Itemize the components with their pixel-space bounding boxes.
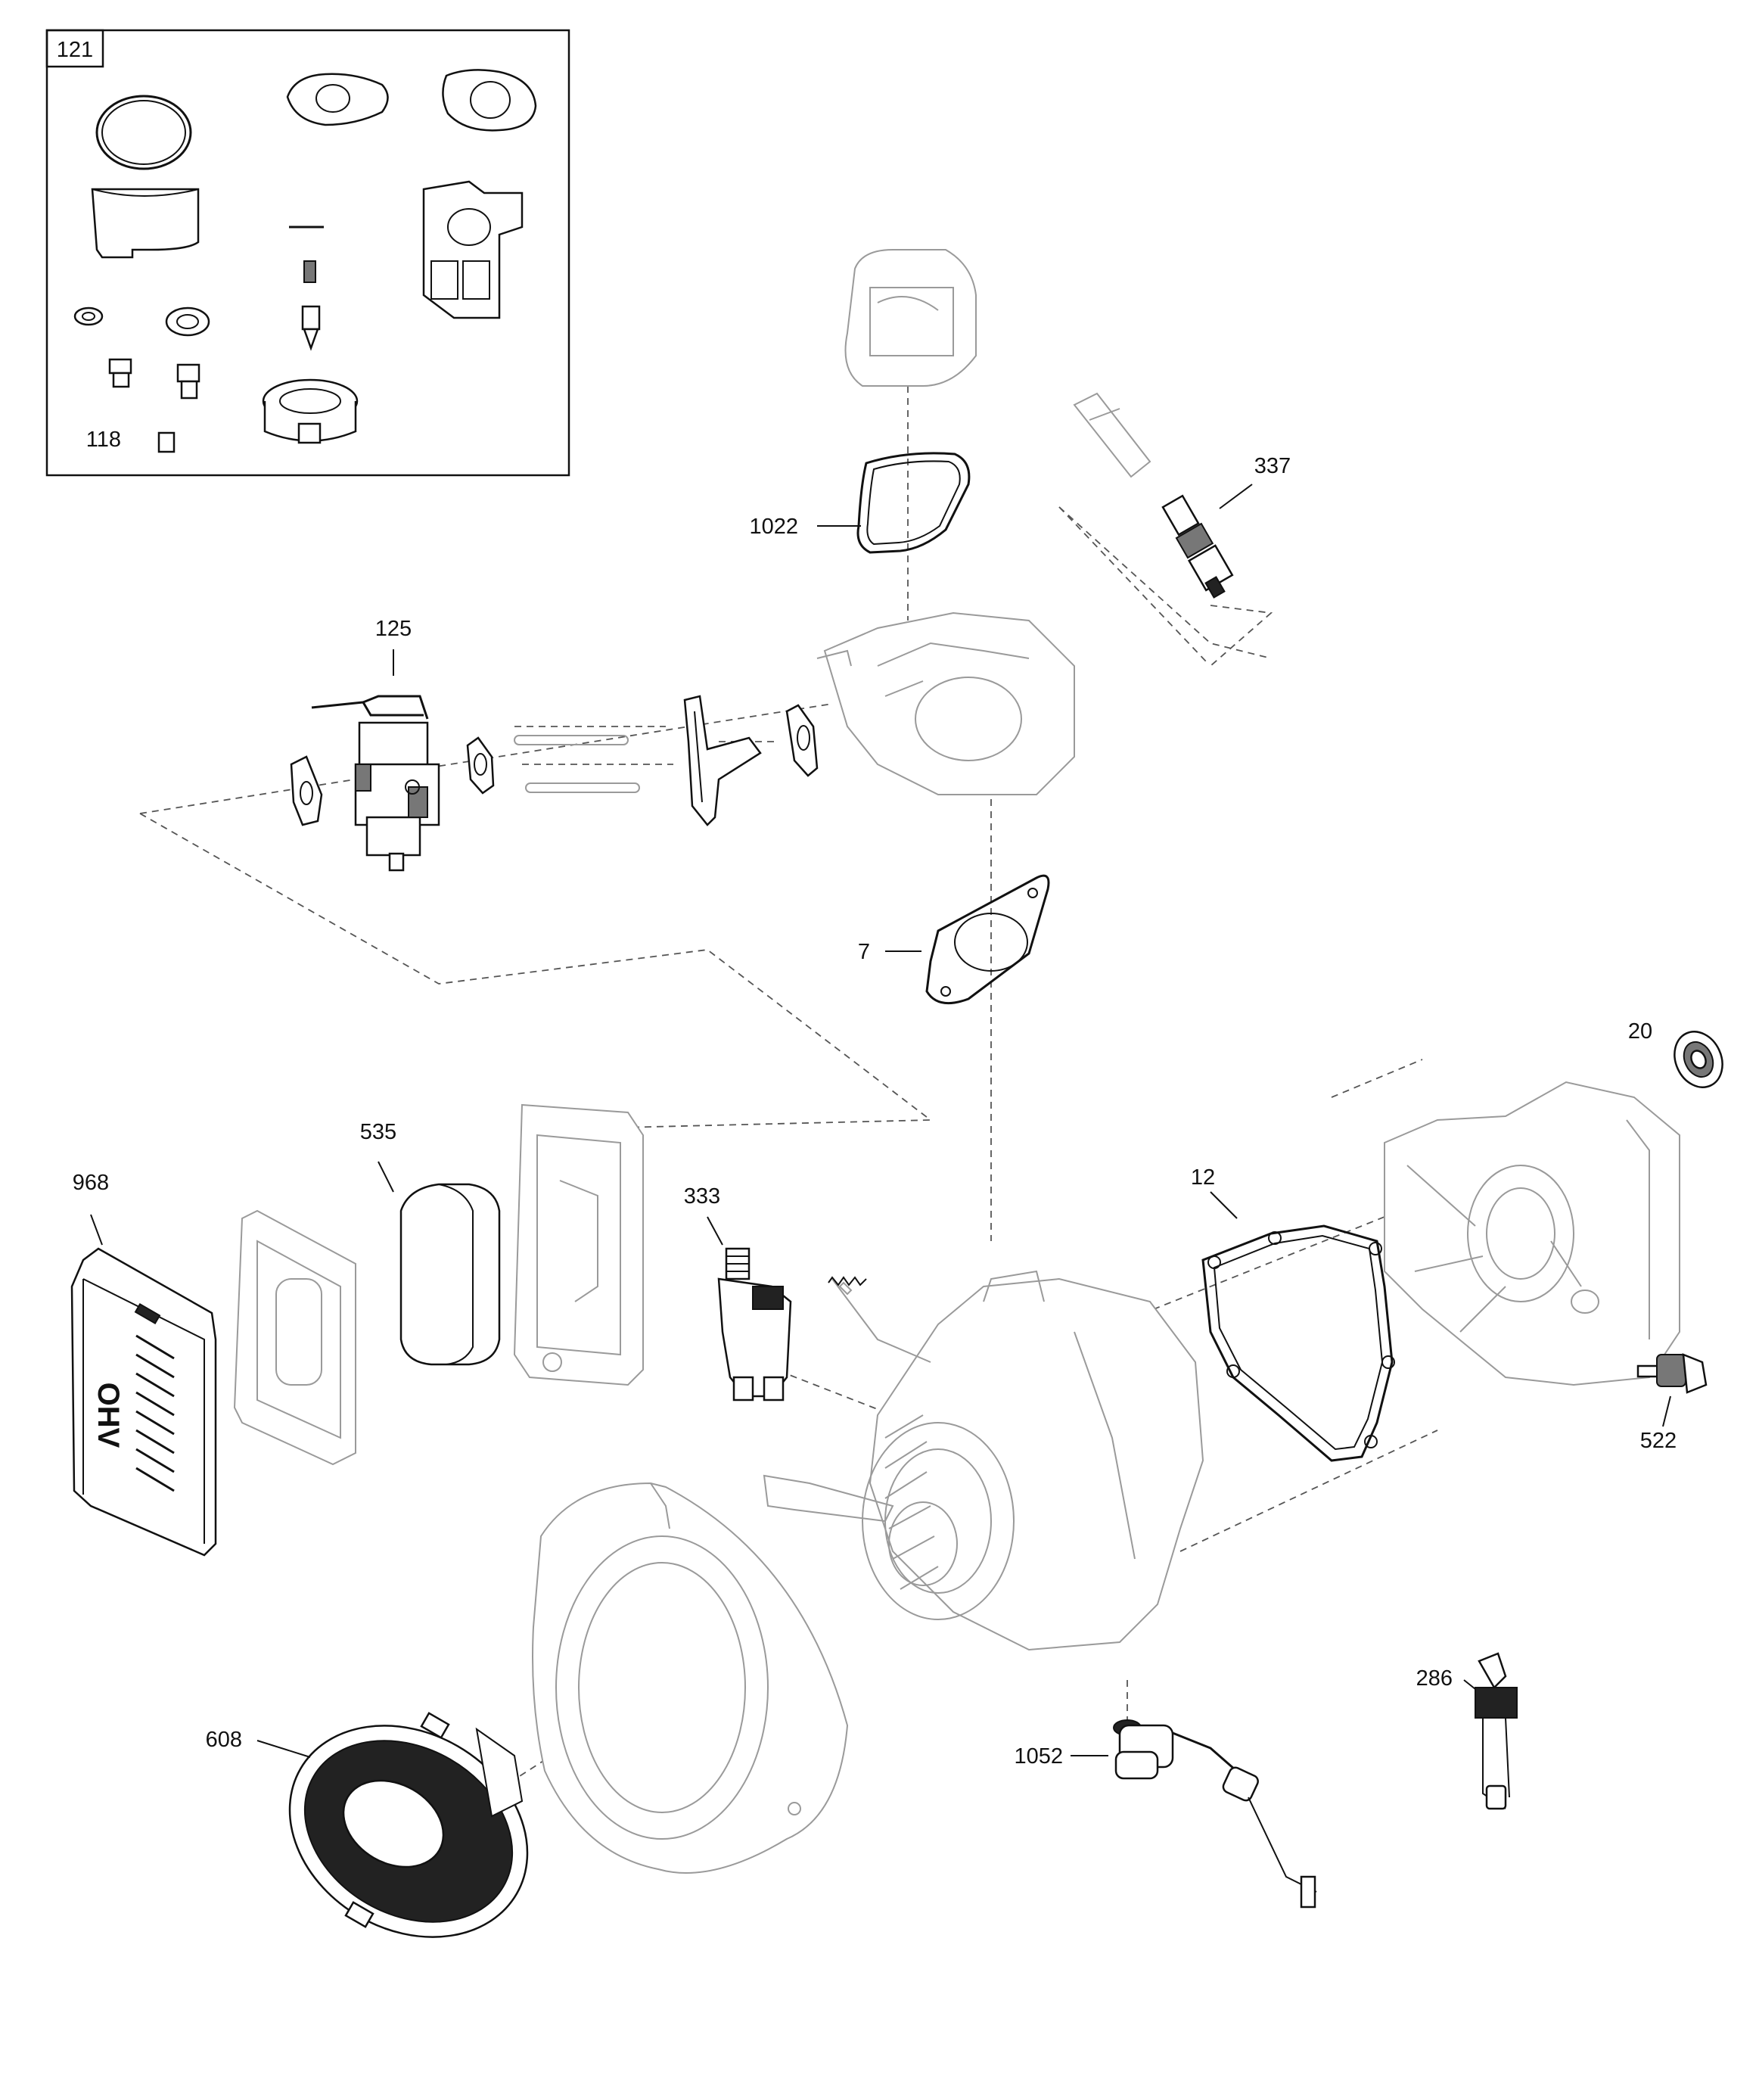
gasket-small-a [286,73,389,126]
leader-337 [1219,484,1253,509]
callout-20: 20 [1628,1019,1652,1044]
drain-screw-b [176,363,200,400]
jet-small [303,260,316,283]
head-gasket-7 [925,874,1050,1005]
kit-box-frame [45,29,570,477]
kit-box-label: 121 [57,38,93,62]
leader-333 [707,1216,723,1246]
plug-dashed-box [1210,605,1273,667]
callout-337: 337 [1254,454,1291,478]
callout-1052: 1052 [1014,1744,1063,1769]
blower-housing [532,1482,849,1874]
oil-sensor-1052 [1113,1719,1317,1909]
callout-118: 118 [86,428,121,452]
leader-608 [256,1740,311,1758]
engine-block [763,1270,1204,1651]
callout-12: 12 [1191,1165,1215,1190]
oil-seal-20 [1674,1031,1723,1088]
carb-gasket-right [466,736,495,795]
callout-522: 522 [1640,1429,1677,1453]
carb-gasket-plate [422,180,524,319]
oil-fill-plug-522 [1636,1353,1708,1394]
spark-plug-337 [1161,494,1234,599]
callout-608: 608 [206,1728,242,1752]
leader-522 [1662,1395,1671,1427]
oil-alert-module-286 [1475,1652,1518,1810]
kit-box-label-frame [45,29,104,68]
cylinder-head [816,611,1075,795]
callout-968: 968 [73,1171,109,1195]
float-bowl-seal [262,378,359,444]
spark-plug-boot [1073,392,1151,478]
callout-7: 7 [858,940,870,964]
air-filter-base [513,1103,644,1386]
valve-cover-upper [844,249,977,387]
crankcase-gasket-12 [1201,1224,1395,1462]
callout-286: 286 [1416,1666,1453,1691]
ignition-coil-333 [717,1247,792,1402]
rewind-starter-608 [288,1712,529,1938]
leader-286 [1463,1679,1476,1690]
float-part [91,188,200,259]
callout-333: 333 [684,1184,720,1209]
governor-spring [828,1276,867,1286]
carburetor-125 [311,695,440,872]
ohv-emblem: OHV [92,1383,125,1448]
crankcase-cover [1384,1081,1680,1386]
kit-box-121: 121 [45,29,570,477]
carb-studs [514,735,640,793]
carb-insulator [683,695,762,826]
air-filter-element-535 [399,1183,501,1366]
callout-1022: 1022 [749,515,798,539]
washer-b [165,306,210,337]
callout-125: 125 [375,617,412,641]
gasket-small-b [442,69,537,132]
pilot-jet-118 [157,431,176,453]
drain-screw-a [108,358,132,388]
washer-a [73,306,104,326]
rocker-cover-gasket-1022 [856,452,971,554]
leader-535 [378,1161,394,1193]
intake-gasket [785,704,819,777]
air-filter-cover-968: OHV [70,1247,217,1557]
cover-ribs [135,1334,175,1492]
carb-gasket-left [290,755,323,826]
leader-12 [1210,1191,1238,1219]
float-needle [301,305,321,351]
air-filter-rear [233,1209,356,1466]
float-bowl-o-ring [95,95,192,170]
callout-535: 535 [360,1120,396,1144]
leader-968 [90,1214,103,1246]
